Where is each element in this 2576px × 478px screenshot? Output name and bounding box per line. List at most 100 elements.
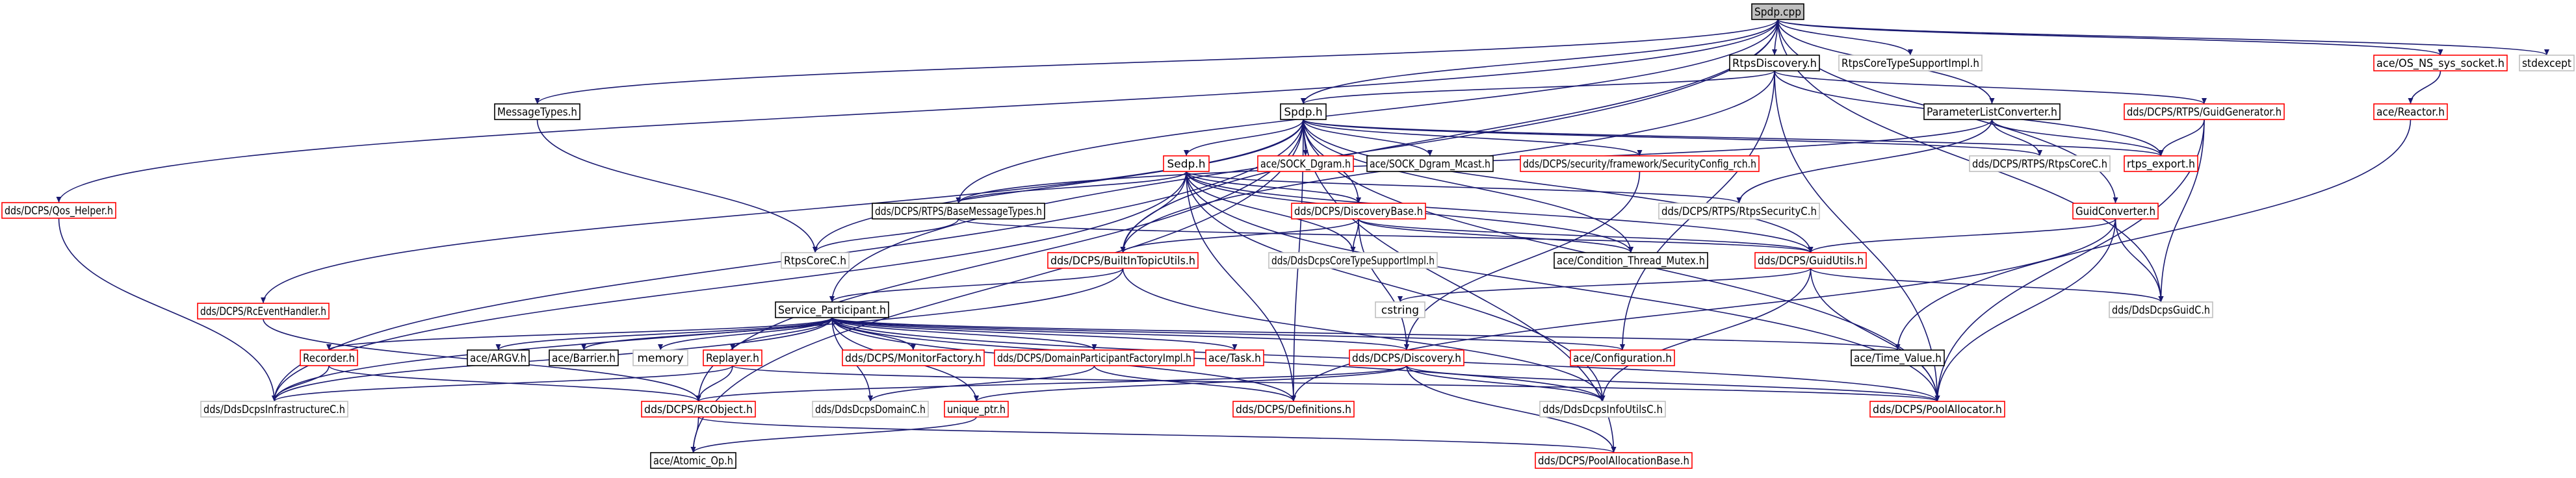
node-unique-ptr-h[interactable]: unique_ptr.h: [944, 401, 1009, 418]
node-recorder-h[interactable]: Recorder.h: [300, 349, 358, 366]
node-ace-atomic-op-h[interactable]: ace/Atomic_Op.h: [650, 452, 736, 469]
node-ace-task-h[interactable]: ace/Task.h: [1205, 349, 1264, 366]
node-base-message-types-h[interactable]: dds/DCPS/RTPS/BaseMessageTypes.h: [872, 203, 1045, 220]
node-sedp-h[interactable]: Sedp.h: [1163, 155, 1210, 172]
node-box[interactable]: [1554, 252, 1708, 269]
node-rtps-core-type-support-impl-h[interactable]: RtpsCoreTypeSupportImpl.h: [1838, 55, 1983, 71]
node-rtps-discovery-h[interactable]: RtpsDiscovery.h: [1729, 55, 1820, 71]
node-box[interactable]: [300, 349, 358, 366]
node-box[interactable]: [1539, 401, 1666, 418]
node-box[interactable]: [1869, 401, 2005, 418]
node-ace-condition-thread-mutex-h[interactable]: ace/Condition_Thread_Mutex.h: [1554, 252, 1708, 269]
node-dds-dcps-domain-c-h[interactable]: dds/DdsDcpsDomainC.h: [812, 401, 929, 418]
node-box[interactable]: [1375, 301, 1425, 318]
node-box[interactable]: [1291, 203, 1426, 220]
node-box[interactable]: [2109, 301, 2213, 318]
node-pool-allocator-h[interactable]: dds/DCPS/PoolAllocator.h: [1869, 401, 2005, 418]
node-ace-configuration-h[interactable]: ace/Configuration.h: [1570, 349, 1675, 366]
node-box[interactable]: [812, 401, 929, 418]
node-monitor-factory-h[interactable]: dds/DCPS/MonitorFactory.h: [842, 349, 985, 366]
node-box[interactable]: [1257, 155, 1354, 172]
node-box[interactable]: [1520, 155, 1760, 172]
node-box[interactable]: [1232, 401, 1355, 418]
node-box[interactable]: [1205, 349, 1264, 366]
node-box[interactable]: [1349, 349, 1464, 366]
node-ace-sock-dgram-mcast-h[interactable]: ace/SOCK_Dgram_Mcast.h: [1366, 155, 1494, 172]
node-ace-reactor-h[interactable]: ace/Reactor.h: [2373, 103, 2448, 120]
node-box[interactable]: [872, 203, 1045, 220]
node-security-config-rch-h[interactable]: dds/DCPS/security/framework/SecurityConf…: [1520, 155, 1760, 172]
node-box[interactable]: [994, 349, 1195, 366]
node-definitions-h[interactable]: dds/DCPS/Definitions.h: [1232, 401, 1355, 418]
node-rtps-export-h[interactable]: rtps_export.h: [2124, 155, 2198, 172]
node-ace-time-value-h[interactable]: ace/Time_Value.h: [1851, 349, 1945, 366]
node-rc-object-h[interactable]: dds/DCPS/RcObject.h: [641, 401, 756, 418]
node-box[interactable]: [1535, 452, 1693, 469]
node-box[interactable]: [1658, 203, 1820, 220]
node-memory[interactable]: memory: [632, 349, 688, 366]
node-box[interactable]: [1570, 349, 1675, 366]
node-box[interactable]: [467, 349, 530, 366]
node-box[interactable]: [1923, 103, 2061, 120]
node-box[interactable]: [944, 401, 1009, 418]
node-box[interactable]: [1268, 252, 1438, 269]
node-rtps-core-c-h-short[interactable]: RtpsCoreC.h: [781, 252, 850, 269]
node-box[interactable]: [1, 202, 116, 219]
node-box[interactable]: [1280, 103, 1327, 120]
node-box[interactable]: [1047, 252, 1199, 269]
node-ace-argv-h[interactable]: ace/ARGV.h: [467, 349, 530, 366]
node-box[interactable]: [1969, 155, 2111, 172]
node-box[interactable]: [494, 103, 580, 120]
node-dds-dcps-core-type-support-impl-h[interactable]: dds/DdsDcpsCoreTypeSupportImpl.h: [1268, 252, 1438, 269]
node-box[interactable]: [1851, 349, 1945, 366]
node-rc-event-handler-h[interactable]: dds/DCPS/RcEventHandler.h: [197, 303, 330, 320]
node-domain-participant-factory-impl-h[interactable]: dds/DCPS/DomainParticipantFactoryImpl.h: [994, 349, 1195, 366]
node-spdp-h[interactable]: Spdp.h: [1280, 103, 1327, 120]
node-dds-dcps-info-utils-c-h[interactable]: dds/DdsDcpsInfoUtilsC.h: [1539, 401, 1666, 418]
node-discovery-base-h[interactable]: dds/DCPS/DiscoveryBase.h: [1291, 203, 1426, 220]
node-box[interactable]: [842, 349, 985, 366]
node-box[interactable]: [650, 452, 736, 469]
node-box[interactable]: [1838, 55, 1983, 71]
node-box[interactable]: [200, 401, 348, 418]
node-ace-sock-dgram-h[interactable]: ace/SOCK_Dgram.h: [1257, 155, 1354, 172]
node-builtin-topic-utils-h[interactable]: dds/DCPS/BuiltInTopicUtils.h: [1047, 252, 1199, 269]
node-guid-converter-h[interactable]: GuidConverter.h: [2072, 203, 2159, 220]
node-rtps-security-c-h[interactable]: dds/DCPS/RTPS/RtpsSecurityC.h: [1658, 203, 1820, 220]
node-cstring[interactable]: cstring: [1375, 301, 1425, 318]
node-dds-dcps-infrastructure-c-h[interactable]: dds/DdsDcpsInfrastructureC.h: [200, 401, 348, 418]
node-box[interactable]: [2373, 103, 2448, 120]
node-stdexcept[interactable]: stdexcept: [2519, 55, 2575, 71]
node-parameter-list-converter-h[interactable]: ParameterListConverter.h: [1923, 103, 2061, 120]
node-qos-helper-h[interactable]: dds/DCPS/Qos_Helper.h: [1, 202, 116, 219]
node-box[interactable]: [1366, 155, 1494, 172]
node-box[interactable]: [703, 349, 762, 366]
node-replayer-h[interactable]: Replayer.h: [703, 349, 762, 366]
node-pool-allocation-base-h[interactable]: dds/DCPS/PoolAllocationBase.h: [1535, 452, 1693, 469]
node-box[interactable]: [2124, 155, 2198, 172]
node-box[interactable]: [1754, 252, 1867, 269]
node-box[interactable]: [1751, 3, 1804, 20]
node-box[interactable]: [2072, 203, 2159, 220]
node-guid-generator-h[interactable]: dds/DCPS/RTPS/GuidGenerator.h: [2124, 103, 2285, 120]
node-box[interactable]: [2373, 55, 2508, 71]
node-dcps-discovery-h[interactable]: dds/DCPS/Discovery.h: [1349, 349, 1464, 366]
node-ace-os-ns-sys-socket-h[interactable]: ace/OS_NS_sys_socket.h: [2373, 55, 2508, 71]
node-spdp-cpp[interactable]: Spdp.cpp: [1751, 3, 1804, 20]
node-ace-barrier-h[interactable]: ace/Barrier.h: [549, 349, 619, 366]
node-box[interactable]: [197, 303, 330, 320]
node-box[interactable]: [1729, 55, 1820, 71]
node-box[interactable]: [781, 252, 850, 269]
node-message-types-h[interactable]: MessageTypes.h: [494, 103, 580, 120]
node-box[interactable]: [549, 349, 619, 366]
node-box[interactable]: [1163, 155, 1210, 172]
node-box[interactable]: [775, 301, 889, 318]
node-guid-utils-h[interactable]: dds/DCPS/GuidUtils.h: [1754, 252, 1867, 269]
node-service-participant-h[interactable]: Service_Participant.h: [775, 301, 889, 318]
node-box[interactable]: [2124, 103, 2285, 120]
node-box[interactable]: [641, 401, 756, 418]
node-rtps-core-c-h[interactable]: dds/DCPS/RTPS/RtpsCoreC.h: [1969, 155, 2111, 172]
node-dds-dcps-guid-c-h[interactable]: dds/DdsDcpsGuidC.h: [2109, 301, 2213, 318]
node-box[interactable]: [632, 349, 688, 366]
node-box[interactable]: [2519, 55, 2575, 71]
